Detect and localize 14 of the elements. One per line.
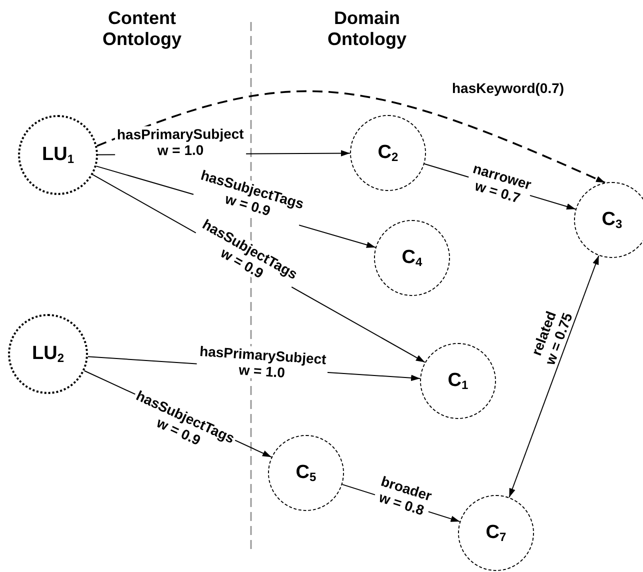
dashed-arrow: [96, 90, 606, 184]
node-label: LU$_{1}$: [42, 144, 74, 166]
node-label: LU$_{2}$: [32, 343, 64, 365]
edge-label: hasPrimarySubject w = 1.0: [114, 126, 246, 158]
column-heading: Content Ontology: [102, 8, 182, 50]
node-label: C$_{4}$: [402, 247, 422, 269]
node-label: C$_{3}$: [602, 209, 622, 231]
node-label: C$_{1}$: [448, 370, 468, 392]
edge-label: hasKeyword(0.7): [451, 80, 566, 96]
arrow: [508, 255, 600, 498]
node-label: C$_{7}$: [486, 522, 506, 544]
column-heading: Domain Ontology: [326, 8, 408, 50]
node-label: C$_{2}$: [378, 142, 398, 164]
node-label: C$_{5}$: [296, 462, 316, 484]
